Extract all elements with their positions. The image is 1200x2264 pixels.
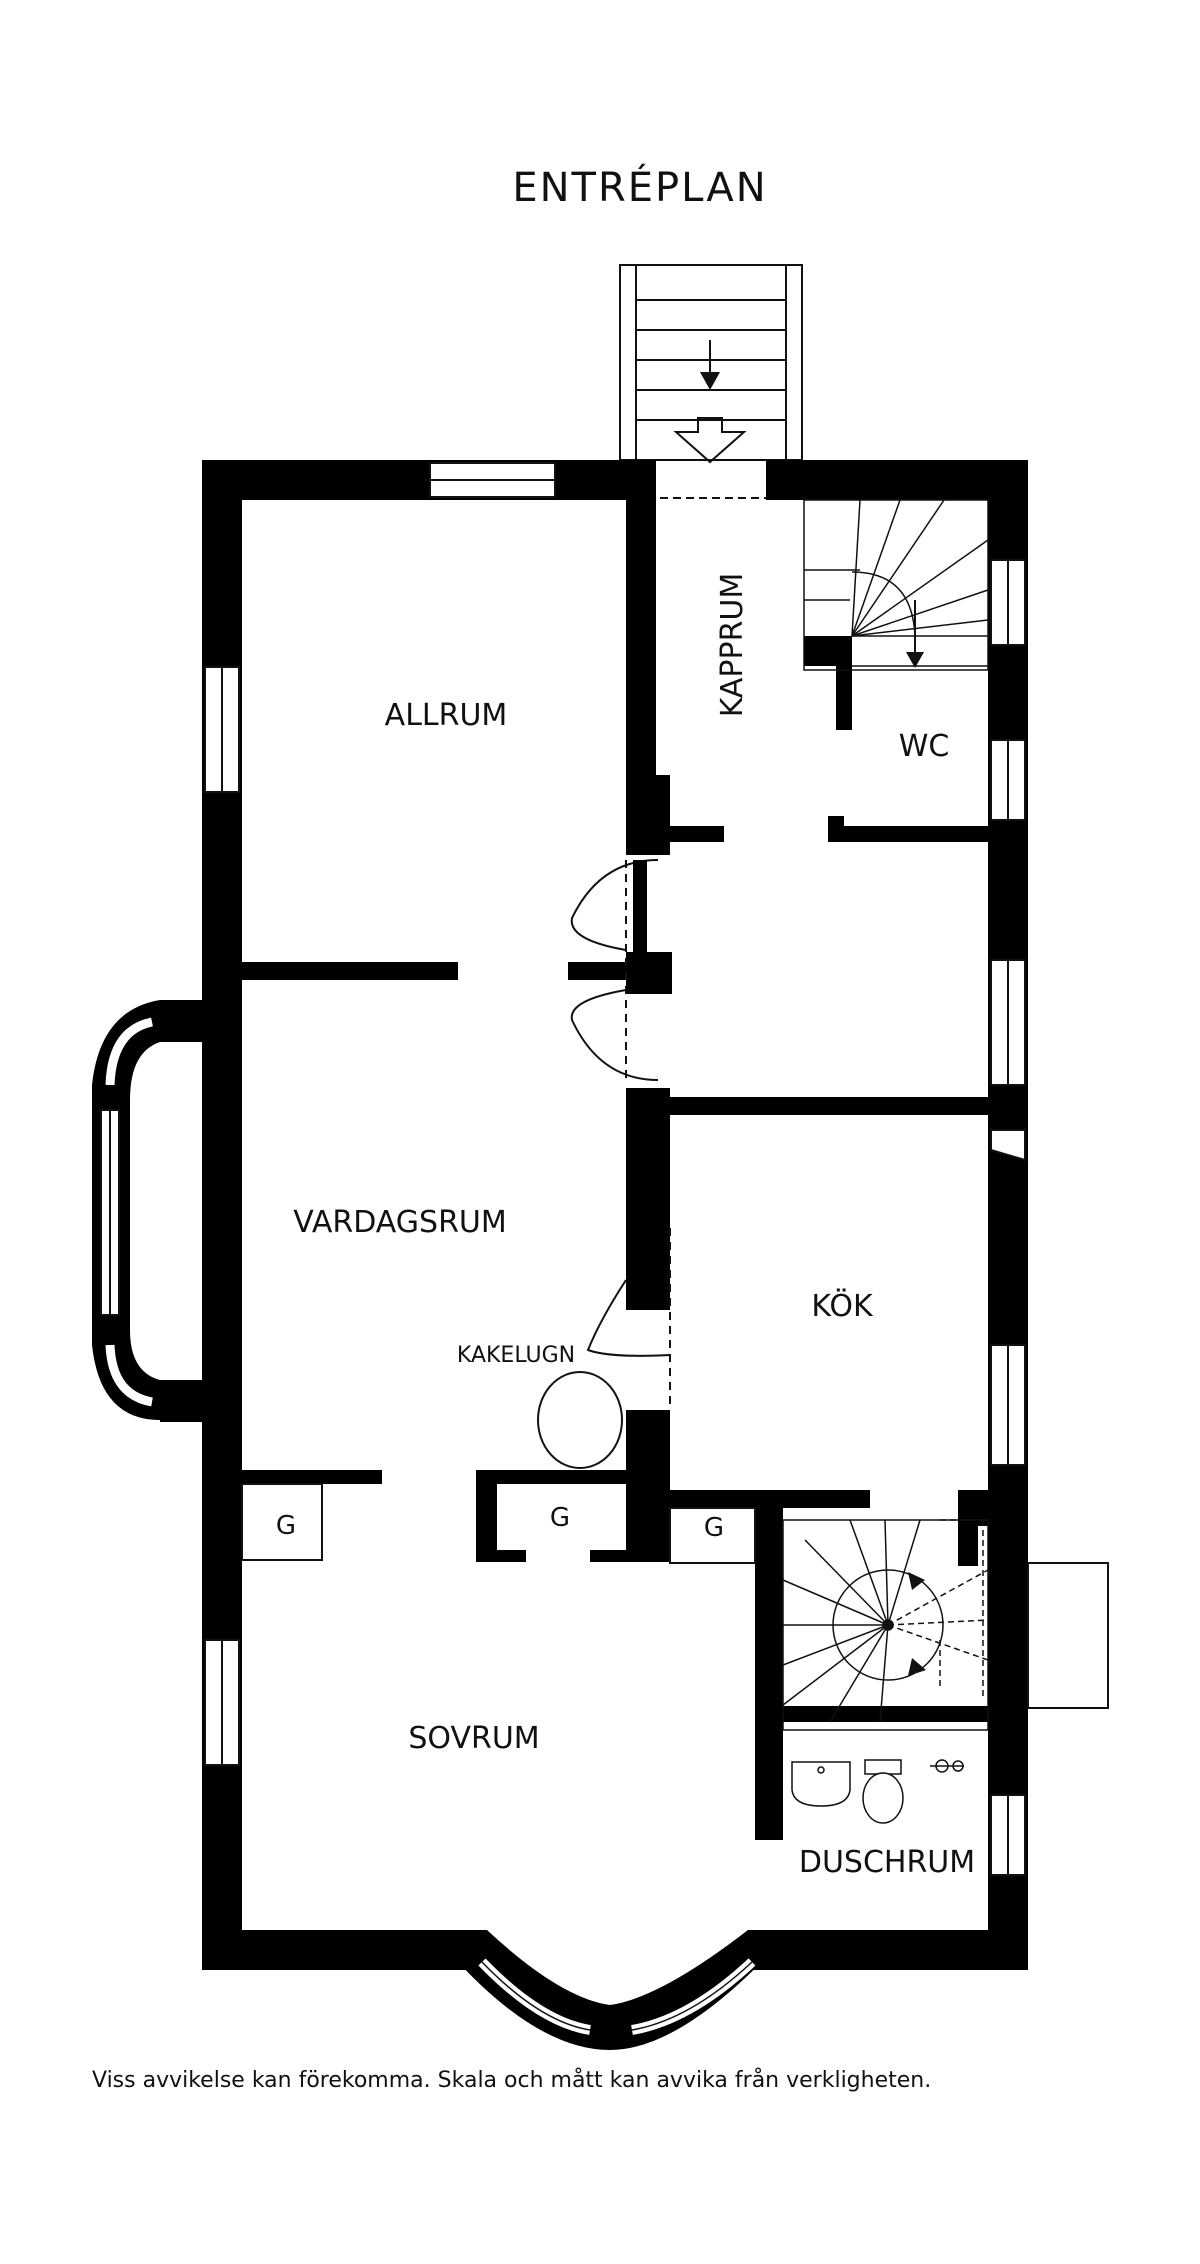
room-label-sovrum: SOVRUM: [408, 1721, 539, 1756]
storage-box-3: [669, 1507, 756, 1564]
room-label-allrum: ALLRUM: [385, 698, 508, 733]
room-label-kapprum: KAPPRUM: [715, 573, 750, 718]
storage-label-2: G: [550, 1503, 570, 1533]
bay-window-bottom: [458, 1930, 778, 2050]
room-label-duschrum: DUSCHRUM: [799, 1845, 975, 1880]
sink-icon: [791, 1761, 851, 1807]
storage-box-1: [241, 1483, 323, 1561]
room-label-kakelugn: KAKELUGN: [457, 1343, 575, 1368]
windows: [204, 462, 1026, 1876]
stairs-lower: [782, 1519, 989, 1731]
vent-icon: [990, 1129, 1026, 1162]
shower-tap-icon: [930, 1759, 964, 1773]
room-label-wc: WC: [899, 729, 950, 764]
stair-arrow-icon: [700, 372, 720, 390]
storage-label-1: G: [276, 1511, 296, 1541]
double-door: [570, 859, 659, 1081]
side-entrance-box: [1027, 1562, 1109, 1709]
entrance-arrow-icon: [673, 417, 747, 464]
entrance-stairs: [619, 264, 803, 461]
toilet-icon: [862, 1759, 904, 1824]
kitchen-door: [586, 1228, 671, 1405]
storage-label-3: G: [704, 1513, 724, 1543]
room-label-kok: KÖK: [811, 1288, 874, 1324]
bay-window-left: [92, 1000, 160, 1420]
disclaimer-text: Viss avvikelse kan förekomma. Skala och …: [92, 2068, 932, 2093]
interior-walls: [242, 460, 1028, 1840]
stair-arrow-lower-2-icon: [908, 1658, 926, 1676]
stair-arrow-upper-icon: [906, 652, 924, 668]
room-label-vardagsrum: VARDAGSRUM: [293, 1205, 507, 1240]
stairs-upper: [803, 499, 989, 671]
tiled-stove: [537, 1371, 623, 1469]
outer-walls: [160, 460, 1028, 1970]
stair-arrow-lower-1-icon: [908, 1572, 925, 1590]
plan-title: ENTRÉPLAN: [512, 165, 768, 211]
